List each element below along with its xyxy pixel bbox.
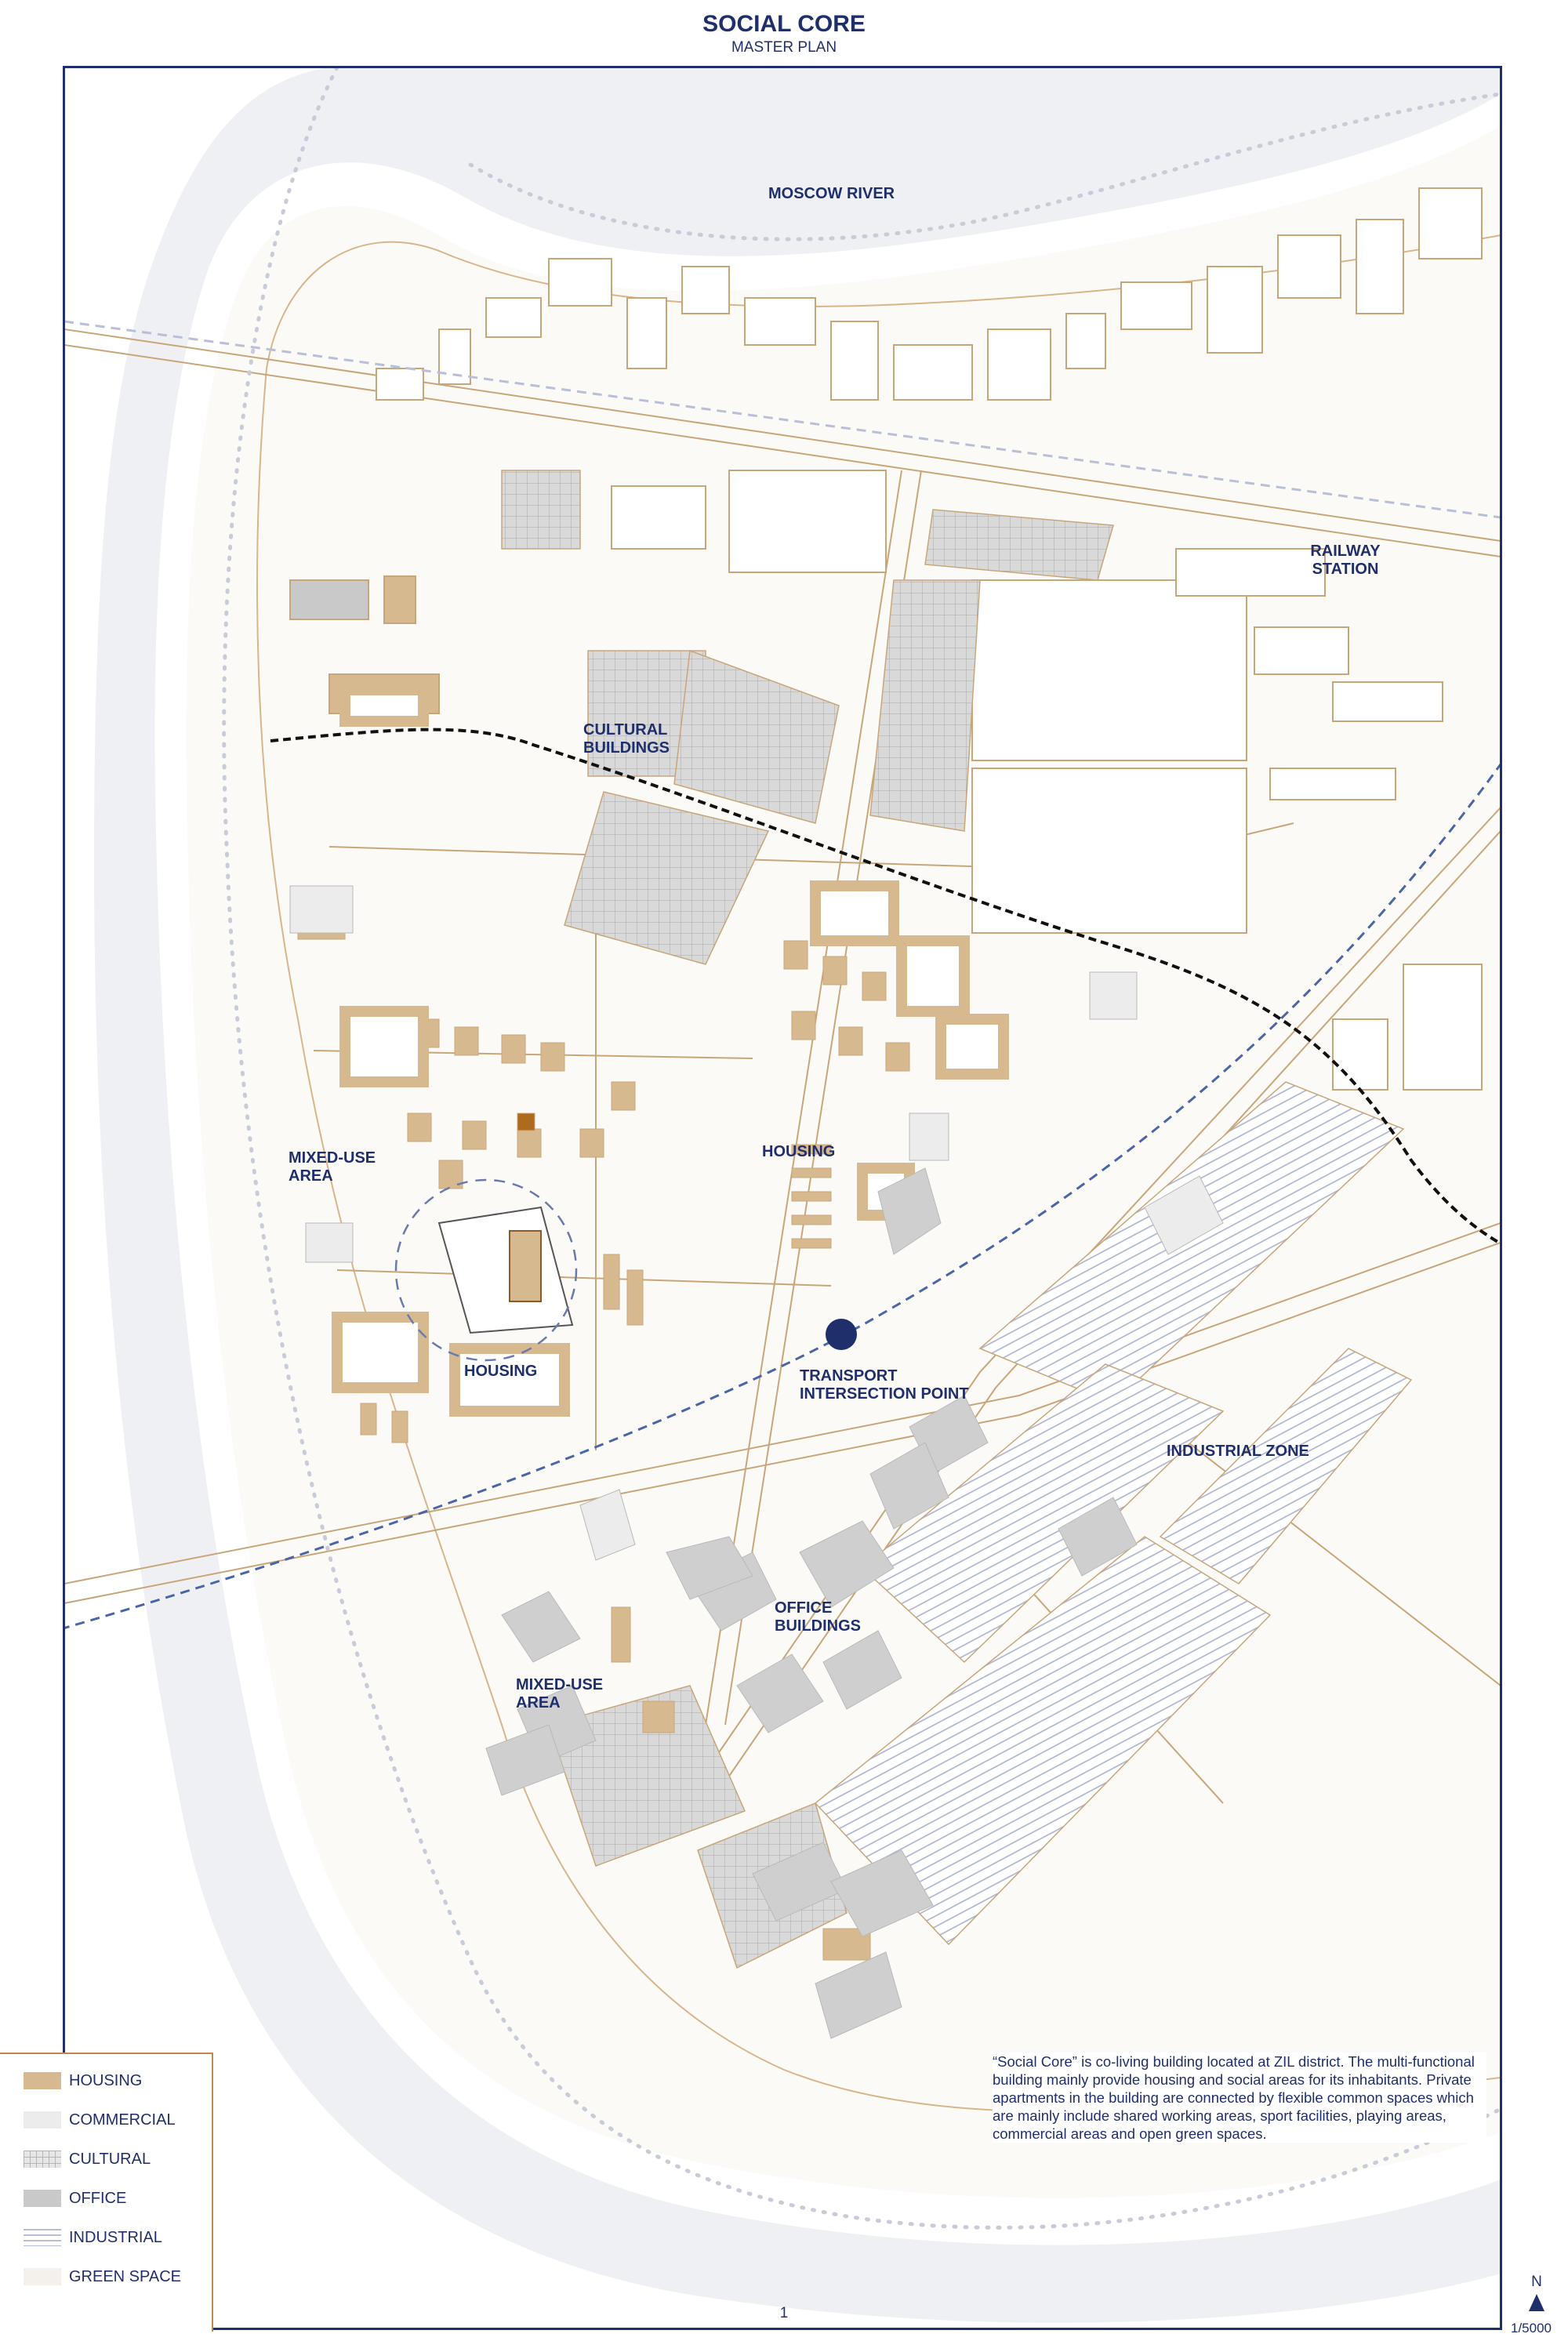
scale-label: 1/5000 <box>1511 2321 1552 2336</box>
legend-swatch-cultural <box>24 2151 61 2168</box>
page-number: 1 <box>779 2305 789 2321</box>
legend: HOUSING COMMERCIAL CULTURAL OFFICE INDUS… <box>0 2053 213 2332</box>
map-frame <box>63 66 1502 2330</box>
legend-item-industrial: INDUSTRIAL <box>24 2222 162 2253</box>
legend-item-office: OFFICE <box>24 2183 126 2214</box>
green-dotted-path <box>222 67 1501 2230</box>
label-housing-2: HOUSING <box>464 1363 538 1380</box>
north-arrow-icon <box>1529 2294 1544 2311</box>
transport-intersection-marker <box>826 1319 857 1350</box>
social-core-building <box>394 1178 578 1362</box>
page-subtitle: MASTER PLAN <box>731 39 837 56</box>
district-boundary <box>270 728 1501 1246</box>
label-mixed-use-area-2: MIXED-USE AREA <box>516 1676 604 1711</box>
office-blocks <box>289 885 1224 2039</box>
railway-line <box>64 320 1501 519</box>
legend-item-green-space: GREEN SPACE <box>24 2261 181 2292</box>
housing-blocks <box>297 901 926 1961</box>
label-industrial-zone: INDUSTRIAL ZONE <box>1167 1443 1309 1460</box>
legend-swatch-industrial <box>24 2229 61 2246</box>
legend-swatch-green-space <box>24 2268 61 2285</box>
project-description: “Social Core” is co-living building loca… <box>993 2053 1486 2143</box>
north-label: N <box>1531 2274 1542 2290</box>
legend-item-commercial: COMMERCIAL <box>24 2104 176 2136</box>
page-title: SOCIAL CORE <box>702 11 866 37</box>
label-office-buildings: OFFICE BUILDINGS <box>775 1599 861 1635</box>
label-housing-1: HOUSING <box>762 1143 836 1160</box>
legend-swatch-commercial <box>24 2111 61 2129</box>
metro-line <box>64 762 1501 1630</box>
road-network <box>64 328 1501 1804</box>
label-transport-intersection-point: TRANSPORT INTERSECTION POINT <box>800 1367 969 1403</box>
label-mixed-use-area-1: MIXED-USE AREA <box>289 1149 376 1185</box>
north-buildings <box>289 187 1483 1091</box>
label-railway-station: RAILWAY STATION <box>1310 543 1381 578</box>
legend-item-cultural: CULTURAL <box>24 2143 151 2175</box>
label-cultural-buildings: CULTURAL BUILDINGS <box>583 721 670 757</box>
green-dotted-path-north <box>468 92 1501 241</box>
legend-swatch-housing <box>24 2072 61 2089</box>
legend-item-housing: HOUSING <box>24 2065 142 2096</box>
north-indicator: N <box>1521 2274 1552 2311</box>
cultural-blocks <box>501 470 1114 1969</box>
legend-swatch-office <box>24 2190 61 2207</box>
label-moscow-river: MOSCOW RIVER <box>768 185 895 202</box>
